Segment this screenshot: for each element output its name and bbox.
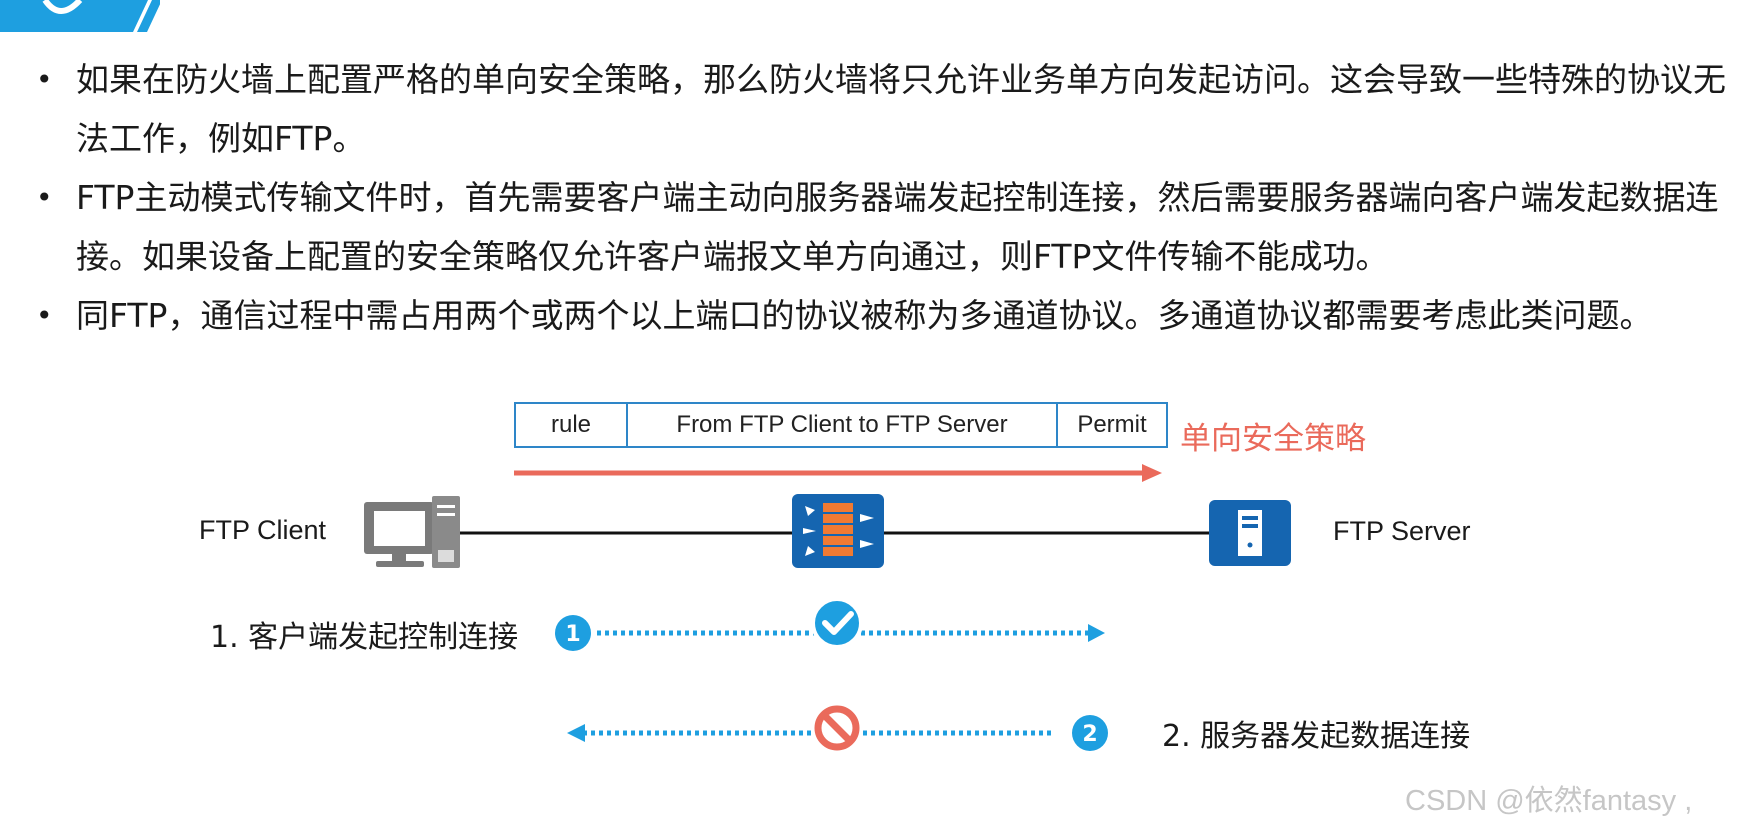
watermark: CSDN @依然fantasy , bbox=[1405, 785, 1693, 817]
step-1-label: 1. 客户端发起控制连接 bbox=[210, 620, 519, 655]
step-2-label: 2. 服务器发起数据连接 bbox=[1162, 719, 1471, 754]
bullet-item: • 如果在防火墙上配置严格的单向安全策略，那么防火墙将只允许业务单方向发起访问。… bbox=[36, 50, 1726, 168]
data-connection-arrow bbox=[567, 724, 1053, 742]
server-icon bbox=[1209, 500, 1291, 566]
step-1-badge: 1 bbox=[555, 615, 591, 651]
policy-label: 单向安全策略 bbox=[1180, 421, 1366, 457]
bullet-text: FTP主动模式传输文件时，首先需要客户端主动向服务器端发起控制连接，然后需要服务… bbox=[76, 178, 1719, 276]
rule-cell: rule bbox=[550, 411, 592, 438]
ftp-server-label: FTP Server bbox=[1333, 516, 1471, 546]
rule-action-cell: Permit bbox=[1056, 404, 1166, 446]
svg-text:2: 2 bbox=[1082, 722, 1097, 747]
rule-match-cell: From FTP Client to FTP Server bbox=[626, 404, 1056, 446]
computer-icon bbox=[364, 496, 460, 568]
bullet-dot: • bbox=[36, 299, 53, 332]
security-rule-table: rule From FTP Client to FTP Server Permi… bbox=[514, 402, 1168, 448]
bullet-item: • 同FTP，通信过程中需占用两个或两个以上端口的协议被称为多通道协议。多通道协… bbox=[36, 286, 1726, 345]
bullet-dot: • bbox=[36, 181, 53, 214]
step-2-badge: 2 bbox=[1072, 715, 1108, 751]
bullet-text: 如果在防火墙上配置严格的单向安全策略，那么防火墙将只允许业务单方向发起访问。这会… bbox=[76, 60, 1726, 158]
bullet-item: • FTP主动模式传输文件时，首先需要客户端主动向服务器端发起控制连接，然后需要… bbox=[36, 168, 1726, 286]
bullet-list: • 如果在防火墙上配置严格的单向安全策略，那么防火墙将只允许业务单方向发起访问。… bbox=[36, 50, 1726, 345]
check-circle-icon bbox=[811, 597, 863, 649]
policy-direction-arrow bbox=[514, 464, 1162, 482]
ftp-client-label: FTP Client bbox=[199, 515, 327, 545]
bullet-dot: • bbox=[36, 63, 53, 96]
corner-tab-decoration bbox=[0, 0, 160, 32]
firewall-icon bbox=[792, 494, 884, 568]
svg-text:1: 1 bbox=[565, 622, 580, 647]
control-connection-arrow bbox=[597, 624, 1105, 642]
no-entry-icon bbox=[811, 702, 863, 754]
bullet-text: 同FTP，通信过程中需占用两个或两个以上端口的协议被称为多通道协议。多通道协议都… bbox=[76, 296, 1653, 335]
